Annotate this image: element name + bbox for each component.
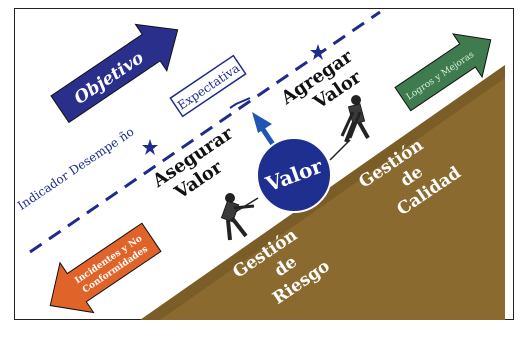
expectativa-bracket [229, 97, 251, 109]
expectativa-label: Expectativa [175, 61, 242, 113]
indicador-text: Indicador Desempe ño [15, 125, 137, 213]
expectativa-box: Expectativa [169, 54, 247, 118]
person-pushing-icon [340, 95, 370, 143]
objetivo-arrow: Objetivo [50, 23, 179, 124]
person-pulling-icon [220, 193, 255, 241]
valor-ball: Valor [256, 137, 332, 213]
incidentes-arrow: Incidentes y No Conformidades [49, 222, 162, 314]
indicador-label: Indicador Desempe ño [15, 125, 137, 213]
rope-right [329, 139, 351, 161]
star-icon [142, 139, 158, 155]
star-icon [310, 44, 326, 60]
